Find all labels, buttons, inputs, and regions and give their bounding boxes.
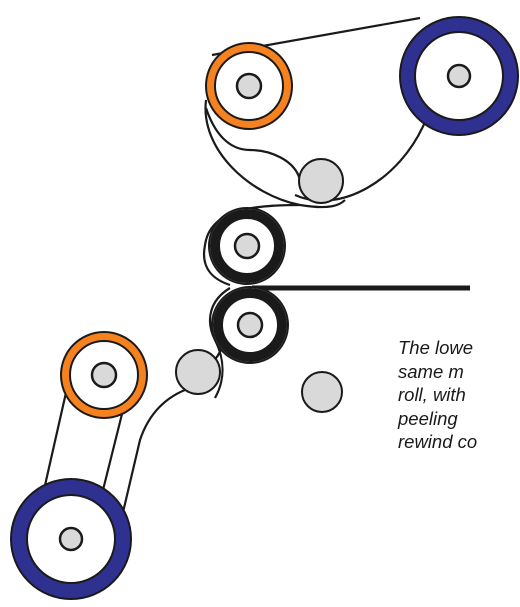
upper-idler-roll [298, 158, 344, 204]
caption-text: The lowe same m roll, with peeling rewin… [398, 336, 520, 454]
lower-blue-roll [10, 478, 132, 600]
upper-blue-roll [399, 16, 519, 136]
web-path [34, 99, 346, 526]
lower-orange-roll [60, 331, 148, 419]
caption-line-2: same m [398, 360, 464, 382]
right-idler-roll [301, 371, 343, 413]
caption-line-3: roll, with [398, 384, 466, 405]
lower-idler-roll [175, 349, 221, 395]
upper-orange-roll [205, 42, 293, 130]
upper-nip-roll [208, 207, 286, 285]
caption-line-4: peeling [398, 407, 458, 429]
caption-line-1: The lowe [398, 337, 474, 358]
caption-line-5: rewind co [398, 431, 478, 452]
lower-nip-roll [211, 286, 289, 364]
